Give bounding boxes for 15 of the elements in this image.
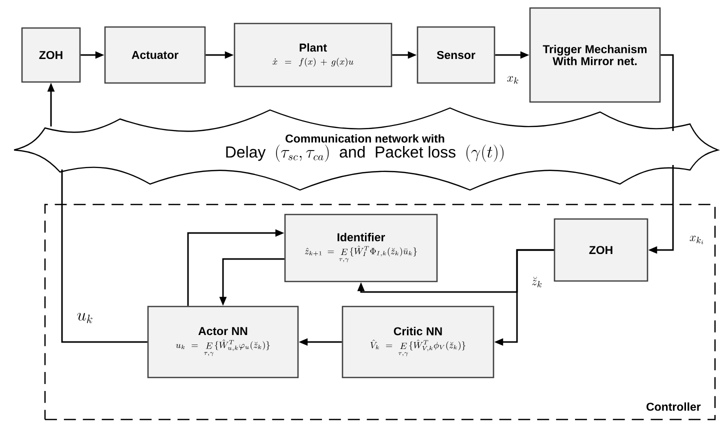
zoh-box: ZOH bbox=[21, 27, 81, 83]
sensor-box: Sensor bbox=[416, 26, 496, 84]
identifier-box: Identifier $\hat{z}_{k+1}=\mathop{E}\limits_{\tau,\gamma}\{\hat{W}_I^T\Phi_{I,k}(\breve{z}_k)\bar{u}_k\}$ bbox=[284, 214, 438, 282]
arrow bbox=[357, 249, 554, 293]
edge-label: $x_k$ bbox=[506, 75, 520, 85]
network-cloud: Communication network with $\mathrm{Delay}\ \ (\tau_{sc},\tau_{ca})\ \ \mathrm{and}\ \ \mathrm{Packet\ loss}\ \ (\gamma(t))$ bbox=[13, 107, 719, 191]
actuator-box: Actuator bbox=[104, 26, 206, 84]
zoh-box: ZOH bbox=[554, 218, 648, 282]
edge-label: $\breve{z}_k$ bbox=[530, 276, 544, 288]
edge-label: $u_k$ bbox=[76, 312, 94, 324]
trigger-box: Trigger Mechanism With Mirror net. bbox=[529, 7, 661, 103]
plant-box: Plant $\dot{x}=f(x)+g(x)u$ bbox=[234, 22, 392, 88]
actor-box: Actor NN $u_k=\mathop{E}\limits_{\tau,\gamma}\{\hat{W}_{u,k}^T\varphi_u(\breve{z}_k)\}$ bbox=[147, 306, 299, 378]
critic-box: Critic NN $\hat{V}_k=\mathop{E}\limits_{\tau,\gamma}\{\hat{W}_{V,k}^T\phi_V(\breve{z}_k)\}$ bbox=[342, 306, 494, 378]
edge-label: $x_{k_i}$ bbox=[688, 234, 706, 246]
